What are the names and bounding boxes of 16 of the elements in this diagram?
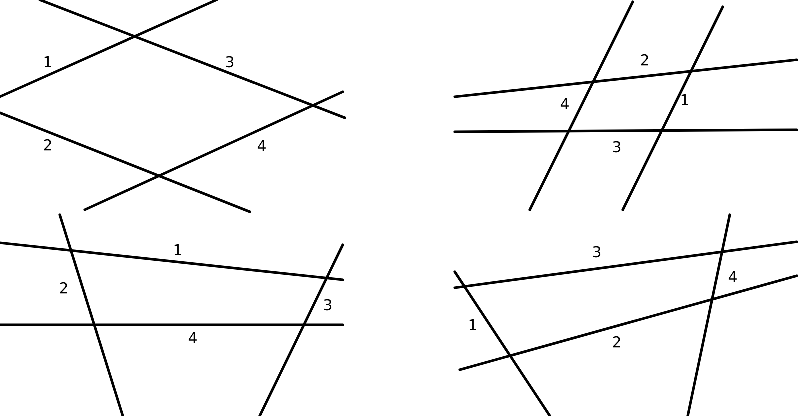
angle-number: 4 (258, 140, 266, 152)
angle-number: 1 (682, 94, 688, 106)
angle-number: 3 (226, 56, 234, 68)
angle-number: 2 (44, 139, 52, 151)
angle-number: 1 (44, 56, 52, 68)
angle-number: 1 (174, 244, 182, 256)
angle-number: 2 (613, 336, 620, 348)
angle-number: 2 (60, 282, 68, 294)
angle-number: 1 (470, 320, 476, 330)
angle-number: 4 (560, 98, 569, 110)
angle-number: 3 (593, 246, 601, 258)
angle-number: 3 (613, 141, 621, 153)
angle-number: 4 (188, 332, 197, 344)
angle-number: 4 (728, 272, 737, 282)
angle-number: 3 (324, 299, 332, 311)
angle-number: 2 (641, 54, 648, 66)
